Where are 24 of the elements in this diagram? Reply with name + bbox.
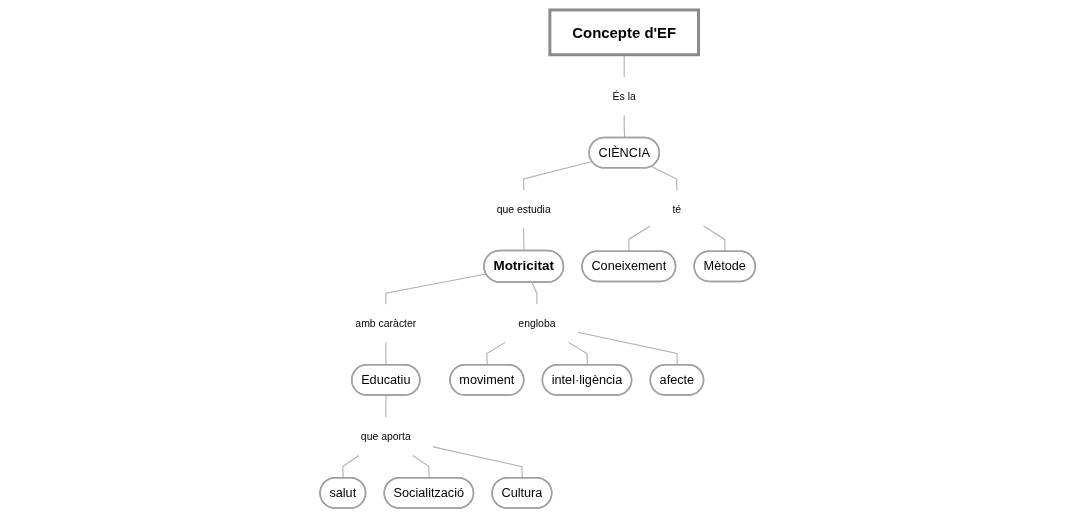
node-text: amb caràcter [355, 317, 417, 329]
connector [342, 454, 360, 479]
connector [624, 114, 626, 139]
connector [568, 341, 589, 366]
connector [628, 225, 651, 253]
connector [624, 54, 626, 78]
connector [412, 454, 431, 479]
node-text: engloba [518, 317, 556, 329]
connector [385, 394, 388, 418]
node-text: que estudia [497, 202, 552, 215]
connector [433, 446, 524, 479]
node-text: té [672, 202, 682, 215]
connector [651, 165, 678, 191]
node-box: Concepte d'EF [548, 8, 701, 57]
connector [523, 227, 525, 252]
connector [577, 331, 679, 366]
connector [523, 161, 593, 191]
connector [385, 341, 388, 366]
node-text: És la [612, 89, 637, 102]
connector [531, 281, 538, 305]
connector [703, 225, 726, 253]
connector [486, 341, 507, 366]
connector [385, 273, 488, 305]
node-text: que aporta [361, 430, 412, 442]
